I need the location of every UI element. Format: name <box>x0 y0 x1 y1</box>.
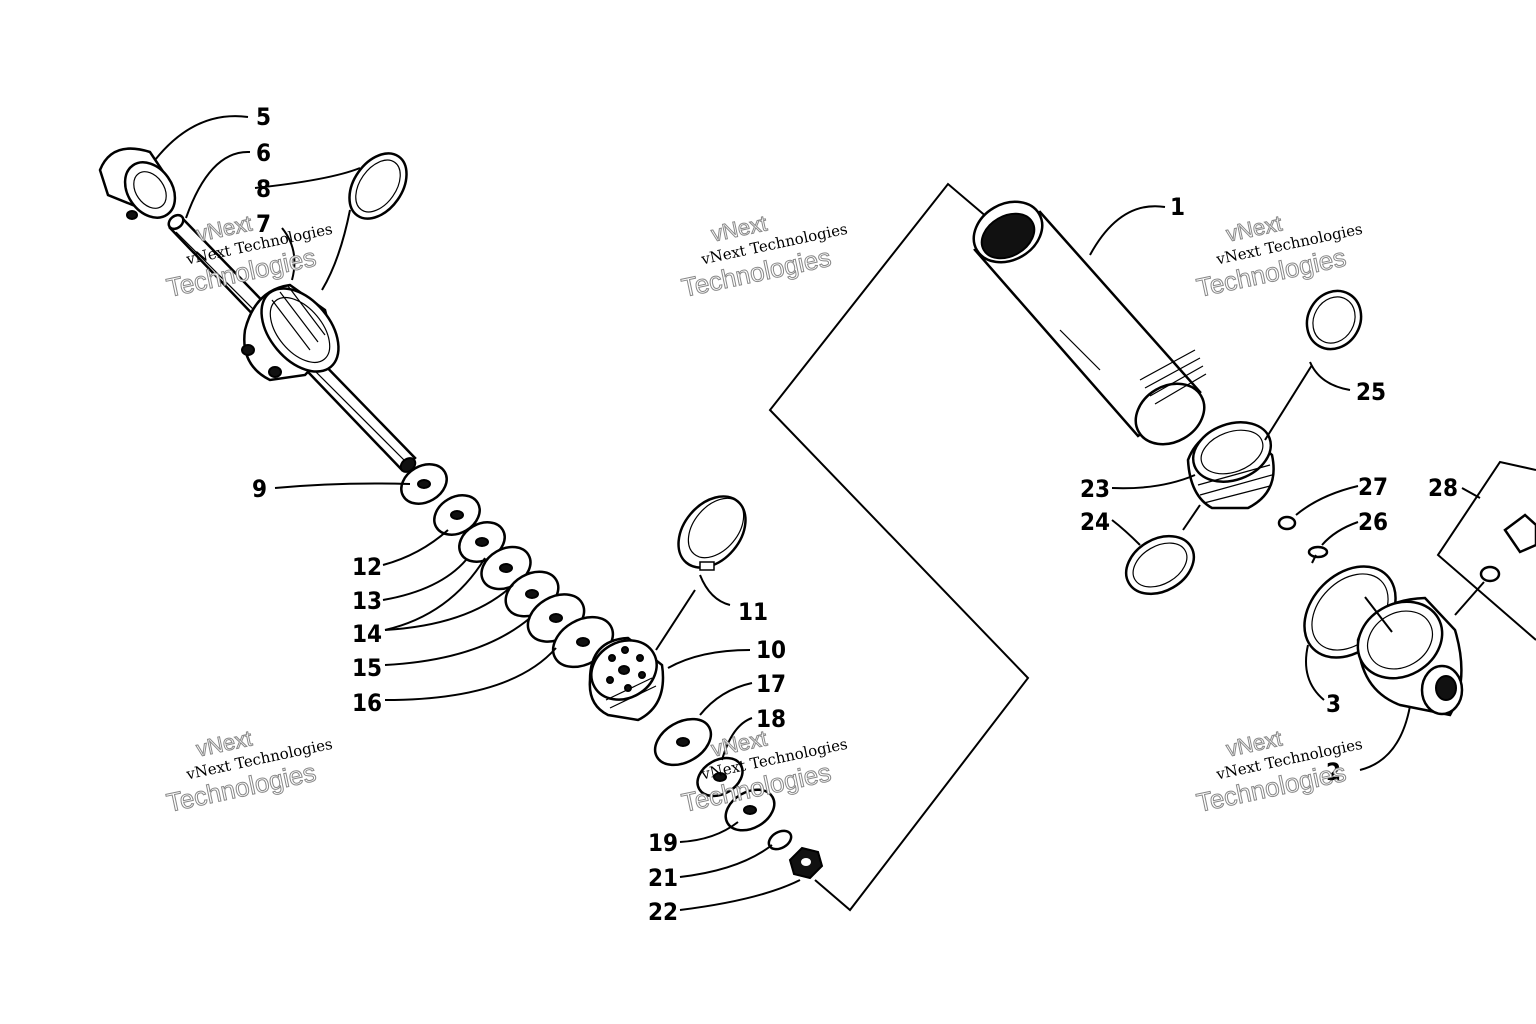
part-7-rod-guide <box>241 283 340 382</box>
callout-14: 14 <box>352 620 382 648</box>
callout-12: 12 <box>352 553 382 581</box>
callout-15: 15 <box>352 654 382 682</box>
callout-labels: 5 6 8 7 9 12 13 14 15 16 11 10 17 18 19 … <box>252 103 1458 926</box>
callout-10: 10 <box>756 636 786 664</box>
watermark-line1: vNext <box>709 726 769 762</box>
part-1-cylinder-tube <box>972 200 1207 446</box>
callout-22: 22 <box>648 898 678 926</box>
assembly-bracket-line <box>768 182 1030 912</box>
callout-3: 3 <box>1326 690 1341 718</box>
callout-21: 21 <box>648 864 678 892</box>
callout-16: 16 <box>352 689 382 717</box>
part-26-screw <box>1307 545 1329 564</box>
callout-27: 27 <box>1358 473 1388 501</box>
part-10-piston <box>588 636 665 722</box>
part-2-end-housing <box>1356 596 1464 717</box>
callout-26: 26 <box>1358 508 1388 536</box>
washer-stack <box>400 463 615 669</box>
callout-6: 6 <box>256 139 271 167</box>
callout-9: 9 <box>252 475 267 503</box>
callout-8: 8 <box>256 175 271 203</box>
callout-24: 24 <box>1080 508 1110 536</box>
watermark-bottom-right: vNext vNext Technologies Technologies <box>1193 725 1364 818</box>
part-11-split-ring <box>677 495 747 571</box>
watermark-top-right: vNext vNext Technologies Technologies <box>1193 210 1364 303</box>
leader-lines <box>154 115 1481 911</box>
callout-7: 7 <box>256 210 271 238</box>
part-22-nut <box>788 846 824 880</box>
part-21-lock-washer <box>767 829 793 851</box>
watermark-bottom-left: vNext vNext Technologies Technologies <box>163 725 334 818</box>
washers-lower <box>653 717 776 832</box>
part-5-end-cap <box>98 147 177 220</box>
callout-17: 17 <box>756 670 786 698</box>
callout-19: 19 <box>648 829 678 857</box>
part-25-o-ring <box>1305 289 1363 351</box>
part-23-cap <box>1186 421 1275 510</box>
part-27-washer <box>1277 515 1297 531</box>
callout-25: 25 <box>1356 378 1386 406</box>
callout-13: 13 <box>352 587 382 615</box>
watermark-top-center: vNext vNext Technologies Technologies <box>678 210 849 303</box>
part-24-split-ring <box>1124 534 1196 596</box>
part-28-valve-fitting <box>1436 460 1536 641</box>
part-8-o-ring <box>348 152 408 220</box>
callout-2: 2 <box>1326 758 1341 786</box>
callout-23: 23 <box>1080 475 1110 503</box>
callout-1: 1 <box>1170 193 1185 221</box>
watermark-bottom-center: vNext vNext Technologies Technologies <box>678 725 849 818</box>
callout-18: 18 <box>756 705 786 733</box>
callout-28: 28 <box>1428 474 1458 502</box>
callout-11: 11 <box>738 598 768 626</box>
callout-5: 5 <box>256 103 271 131</box>
